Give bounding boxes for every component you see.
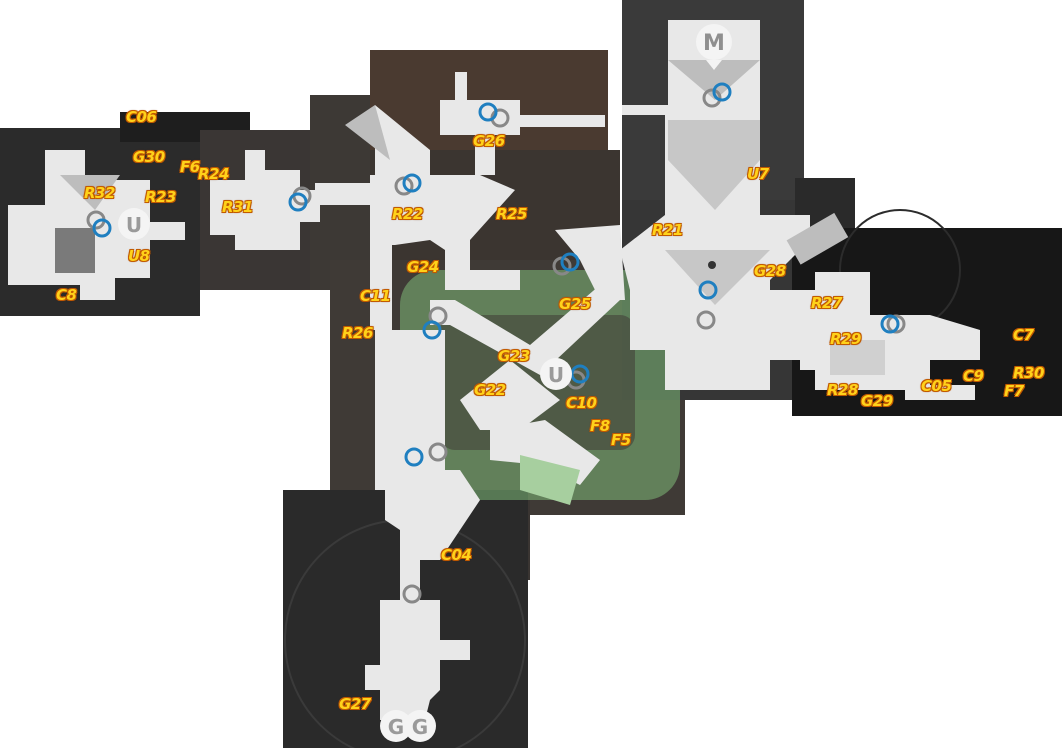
label-g27: G27 (339, 695, 371, 713)
label-f8: F8 (590, 417, 610, 435)
room-main-wedge-low (665, 250, 770, 305)
marker-main-top[interactable] (702, 82, 732, 108)
label-r32: R32 (84, 184, 115, 202)
badge-exit-right[interactable]: G (404, 710, 436, 742)
marker-main-dot (708, 261, 716, 269)
badge-exit-left[interactable]: G (380, 710, 412, 742)
label-g24: G24 (407, 258, 439, 276)
label-c04: C04 (441, 546, 472, 564)
marker-g24[interactable] (422, 306, 448, 340)
room-g26 (440, 100, 605, 175)
marker-r21[interactable] (696, 280, 718, 330)
badge-spawn-center[interactable]: U (540, 358, 572, 390)
label-r29: R29 (830, 330, 861, 348)
corridor-west-spine (375, 330, 480, 610)
label-g30: G30 (133, 148, 165, 166)
label-r23: R23 (145, 188, 176, 206)
label-g28: G28 (754, 262, 786, 280)
svg-text:M: M (703, 31, 725, 56)
label-f5: F5 (611, 431, 631, 449)
svg-text:G: G (388, 715, 404, 739)
corridor-r31-r22 (315, 183, 375, 205)
label-c06: C06 (126, 108, 157, 126)
label-r31: R31 (222, 198, 253, 216)
room-west-wedge (60, 175, 120, 210)
floor-plan (8, 20, 980, 720)
svg-text:G: G (412, 715, 428, 739)
room-g22 (460, 360, 560, 430)
room-r22-hub (375, 105, 520, 290)
label-u8: U8 (128, 247, 150, 265)
room-f8-block (520, 455, 580, 505)
label-f6: F6 (180, 158, 200, 176)
label-r25: R25 (496, 205, 527, 223)
room-r31 (210, 150, 320, 250)
label-g22: G22 (474, 381, 506, 399)
marker-g26[interactable] (478, 102, 510, 128)
marker-c04[interactable] (402, 584, 422, 604)
badge-main[interactable]: M (696, 24, 732, 70)
room-south (365, 600, 470, 720)
label-c8: C8 (56, 286, 77, 304)
label-r27: R27 (811, 294, 842, 312)
corridor-g25-east (555, 225, 625, 300)
label-c9: C9 (963, 367, 984, 385)
corridor-r22-west (370, 175, 392, 330)
marker-g25[interactable] (552, 252, 580, 276)
label-c11: C11 (360, 287, 391, 305)
room-east-wing (770, 272, 980, 400)
marker-r31[interactable] (288, 186, 312, 212)
room-east-core (830, 340, 885, 375)
label-r30: R30 (1013, 364, 1044, 382)
badge-spawn-west[interactable]: U (118, 208, 150, 240)
label-c05: C05 (921, 377, 952, 395)
marker-west[interactable] (86, 210, 112, 238)
label-r26: R26 (342, 324, 373, 342)
marker-r22[interactable] (394, 173, 422, 196)
room-west (8, 150, 185, 300)
label-r24: R24 (198, 165, 229, 183)
svg-text:U: U (548, 363, 564, 387)
label-g26: G26 (473, 132, 505, 150)
label-r22: R22 (392, 205, 423, 223)
waypoint-markers (86, 82, 906, 604)
room-g26-stub (455, 72, 467, 102)
label-c10: C10 (566, 394, 597, 412)
marker-g22[interactable] (404, 442, 448, 467)
label-f7: F7 (1004, 382, 1024, 400)
label-r28: R28 (827, 381, 858, 399)
svg-text:U: U (126, 213, 142, 237)
label-g29: G29 (861, 392, 893, 410)
marker-r27[interactable] (880, 314, 906, 334)
room-main-bar (786, 212, 849, 265)
label-g23: G23 (498, 347, 530, 365)
room-west-pillar (55, 228, 95, 273)
label-c7: C7 (1013, 326, 1034, 344)
label-r21: R21 (652, 221, 683, 239)
label-u7: U7 (747, 165, 769, 183)
room-main-wedge-top (668, 60, 760, 100)
room-main-wedge-mid (668, 120, 760, 210)
label-g25: G25 (559, 295, 591, 313)
room-r22-wedge (345, 105, 390, 160)
